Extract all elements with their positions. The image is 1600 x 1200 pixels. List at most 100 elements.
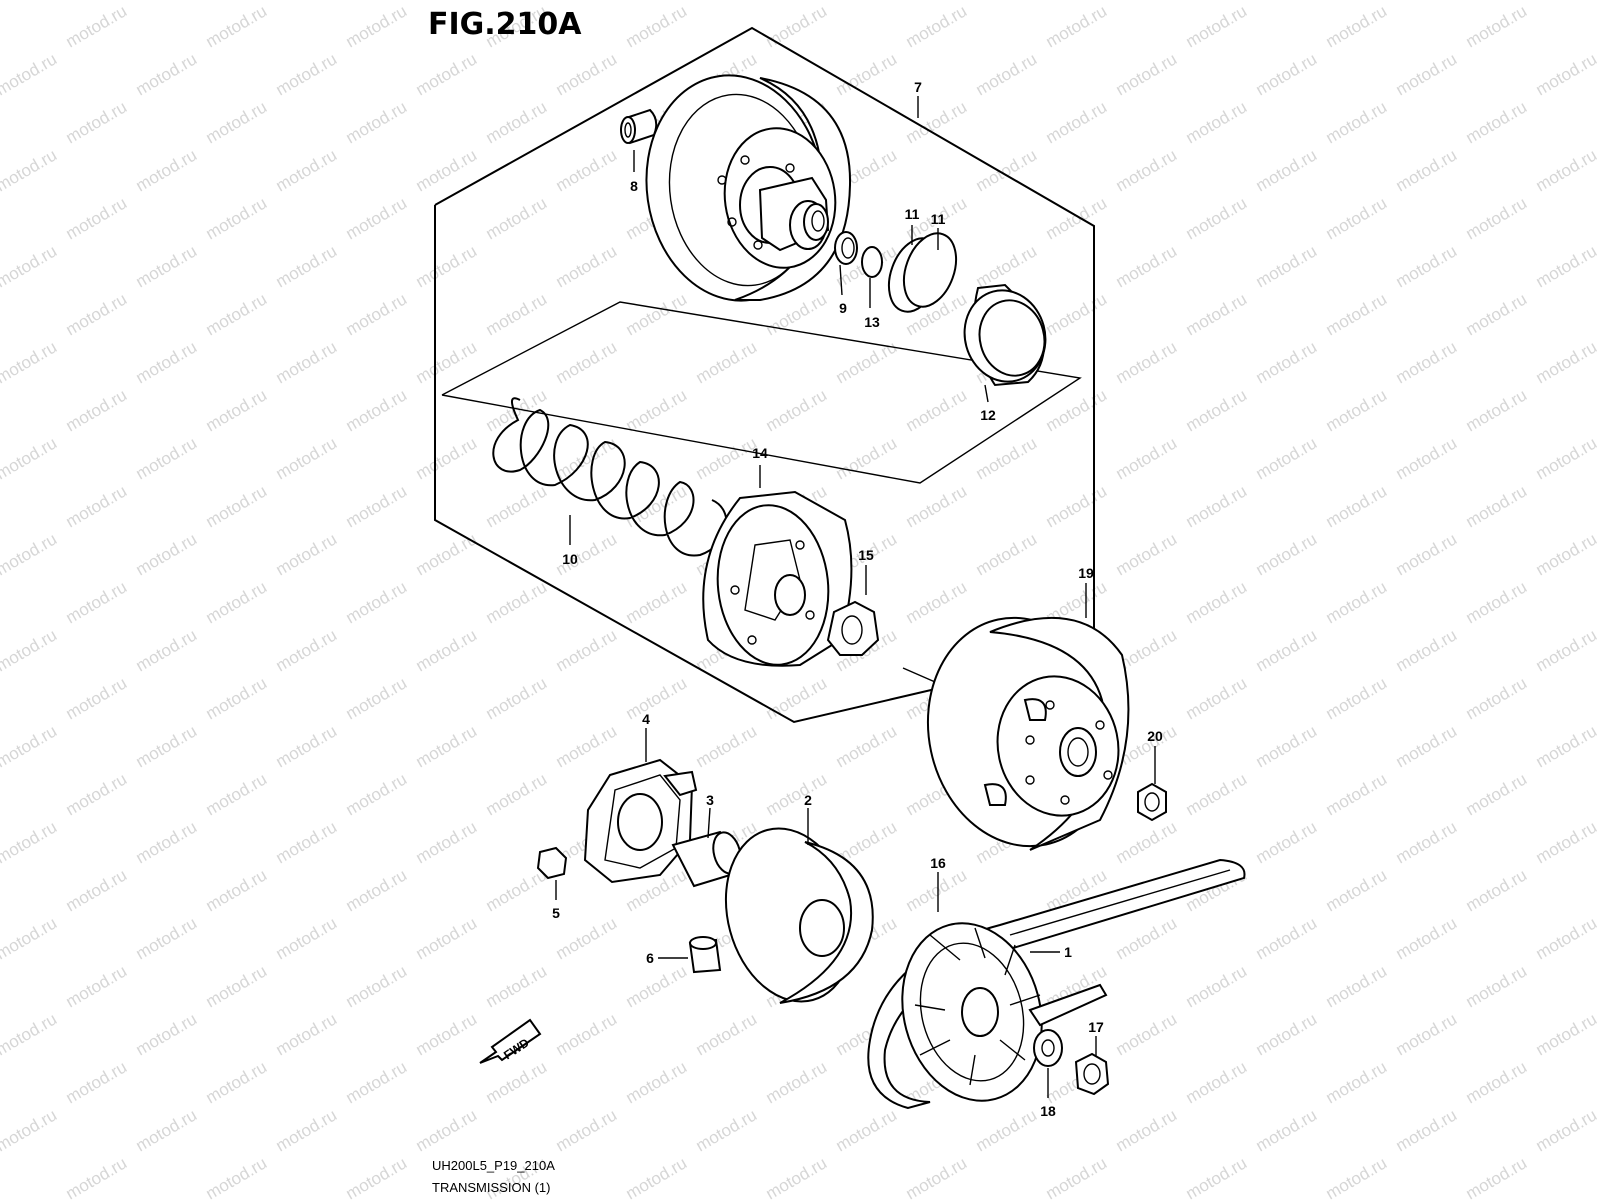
- callout-5: 5: [552, 905, 560, 921]
- watermark-text: motod.ru: [63, 97, 131, 147]
- watermark-text: motod.ru: [203, 961, 271, 1011]
- v-belt-16: [867, 858, 1246, 1110]
- watermark-text: motod.ru: [413, 49, 481, 99]
- watermark-text: motod.ru: [1113, 0, 1181, 3]
- watermark-text: motod.ru: [273, 145, 341, 195]
- watermark-text: motod.ru: [1463, 673, 1531, 723]
- watermark-text: motod.ru: [273, 817, 341, 867]
- o-rings-11: [887, 232, 958, 313]
- spring-10: [492, 397, 728, 557]
- figure-code: UH200L5_P19_210A: [432, 1158, 555, 1173]
- watermark-text: motod.ru: [1393, 625, 1461, 675]
- watermark-text: motod.ru: [1323, 385, 1391, 435]
- watermark-text: motod.ru: [833, 49, 901, 99]
- watermark-text: motod.ru: [903, 1, 971, 51]
- watermark-text: motod.ru: [1323, 289, 1391, 339]
- watermark-text: motod.ru: [623, 1153, 691, 1200]
- watermark-text: motod.ru: [273, 241, 341, 291]
- watermark-text: motod.ru: [1323, 577, 1391, 627]
- callout-10: 10: [562, 551, 578, 567]
- callout-20: 20: [1147, 728, 1163, 744]
- callout-9: 9: [839, 300, 847, 316]
- watermark-text: motod.ru: [1113, 433, 1181, 483]
- watermark-text: motod.ru: [413, 1009, 481, 1059]
- ramp-plate-4: [583, 758, 698, 884]
- watermark-text: motod.ru: [553, 1105, 621, 1155]
- watermark-text: motod.ru: [623, 673, 691, 723]
- watermark-text: motod.ru: [203, 289, 271, 339]
- clutch-housing-19: [926, 616, 1130, 851]
- watermark-text: motod.ru: [1043, 481, 1111, 531]
- watermark-text: motod.ru: [973, 529, 1041, 579]
- watermark-text: motod.ru: [1323, 481, 1391, 531]
- callout-7: 7: [914, 79, 922, 95]
- watermark-text: motod.ru: [273, 529, 341, 579]
- watermark-text: motod.ru: [483, 289, 551, 339]
- watermark-text: motod.ru: [1113, 337, 1181, 387]
- watermark-text: motod.ru: [1393, 1105, 1461, 1155]
- watermark-text: motod.ru: [1113, 913, 1181, 963]
- watermark-text: motod.ru: [833, 0, 901, 3]
- watermark-text: motod.ru: [1323, 769, 1391, 819]
- watermark-text: motod.ru: [1043, 1153, 1111, 1200]
- watermark-text: motod.ru: [973, 241, 1041, 291]
- watermark-text: motod.ru: [133, 0, 201, 3]
- watermark-text: motod.ru: [133, 1105, 201, 1155]
- nut-15: [826, 600, 880, 656]
- movable-drive-face-2: [724, 827, 874, 1004]
- o-ring-13: [861, 246, 883, 278]
- watermark-text: motod.ru: [623, 289, 691, 339]
- watermark-text: motod.ru: [343, 865, 411, 915]
- watermark-text: motod.ru: [1253, 337, 1321, 387]
- watermark-text: motod.ru: [553, 433, 621, 483]
- needle-bearing-8: [620, 108, 658, 145]
- watermark-text: motod.ru: [133, 529, 201, 579]
- watermark-text: motod.ru: [273, 1009, 341, 1059]
- washer-18: [1033, 1029, 1063, 1067]
- watermark-text: motod.ru: [483, 769, 551, 819]
- watermark-text: motod.ru: [553, 913, 621, 963]
- watermark-text: motod.ru: [1463, 193, 1531, 243]
- callout-14: 14: [752, 445, 768, 461]
- watermark-text: motod.ru: [413, 913, 481, 963]
- watermark-text: motod.ru: [553, 337, 621, 387]
- watermark-text: motod.ru: [693, 337, 761, 387]
- watermark-text: motod.ru: [1463, 577, 1531, 627]
- callout-12: 12: [980, 407, 996, 423]
- watermark-text: motod.ru: [1463, 961, 1531, 1011]
- watermark-text: motod.ru: [1253, 49, 1321, 99]
- watermark-text: motod.ru: [63, 1, 131, 51]
- callout-13: 13: [864, 314, 880, 330]
- callout-11a: 11: [905, 206, 920, 222]
- watermark-text: motod.ru: [763, 1153, 831, 1200]
- watermark-text: motod.ru: [1533, 721, 1600, 771]
- watermark-text: motod.ru: [0, 721, 60, 771]
- watermark-text: motod.ru: [833, 721, 901, 771]
- callout-11b: 11: [931, 211, 946, 227]
- watermark-text: motod.ru: [1253, 721, 1321, 771]
- watermark-text: motod.ru: [483, 481, 551, 531]
- watermark-text: motod.ru: [343, 961, 411, 1011]
- watermark-text: motod.ru: [133, 337, 201, 387]
- watermark-text: motod.ru: [63, 1153, 131, 1200]
- callout-2: 2: [804, 792, 812, 808]
- watermark-text: motod.ru: [1183, 193, 1251, 243]
- watermark-text: motod.ru: [1113, 1009, 1181, 1059]
- callout-16: 16: [930, 855, 946, 871]
- figure-title: FIG.210A: [428, 7, 582, 42]
- watermark-text: motod.ru: [1393, 721, 1461, 771]
- watermark-text: motod.ru: [63, 385, 131, 435]
- watermark-text: motod.ru: [203, 1057, 271, 1107]
- watermark-text: motod.ru: [483, 193, 551, 243]
- watermark-text: motod.ru: [133, 241, 201, 291]
- watermark-text: motod.ru: [1463, 97, 1531, 147]
- watermark-text: motod.ru: [1463, 865, 1531, 915]
- watermark-text: motod.ru: [483, 961, 551, 1011]
- watermark-text: motod.ru: [0, 625, 60, 675]
- watermark-text: motod.ru: [1183, 673, 1251, 723]
- watermark-text: motod.ru: [1463, 769, 1531, 819]
- watermark-text: motod.ru: [203, 385, 271, 435]
- watermark-text: motod.ru: [1323, 961, 1391, 1011]
- watermark-text: motod.ru: [553, 625, 621, 675]
- watermark-text: motod.ru: [343, 1057, 411, 1107]
